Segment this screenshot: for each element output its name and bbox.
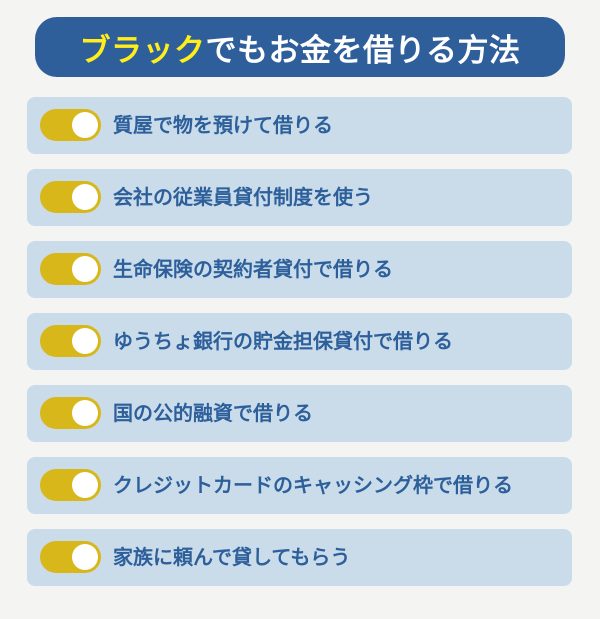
list-item-employee-loan: 会社の従業員貸付制度を使う bbox=[27, 169, 572, 226]
toggle-knob bbox=[72, 184, 98, 210]
toggle-switch[interactable] bbox=[40, 109, 101, 141]
list-item-label: 会社の従業員貸付制度を使う bbox=[113, 185, 373, 209]
list-item-yucho-savings-loan: ゆうちょ銀行の貯金担保貸付で借りる bbox=[27, 313, 572, 370]
title-accent-text: ブラック bbox=[79, 32, 206, 69]
title-text: でもお金を借りる方法 bbox=[205, 32, 521, 69]
list-item-credit-card-cashing: クレジットカードのキャッシング枠で借りる bbox=[27, 457, 572, 514]
toggle-knob bbox=[72, 544, 98, 570]
title-banner: ブラックでもお金を借りる方法 bbox=[35, 17, 565, 77]
toggle-switch[interactable] bbox=[40, 325, 101, 357]
list-item-label: 生命保険の契約者貸付で借りる bbox=[113, 257, 393, 281]
toggle-switch[interactable] bbox=[40, 397, 101, 429]
toggle-knob bbox=[72, 112, 98, 138]
method-list: 質屋で物を預けて借りる 会社の従業員貸付制度を使う 生命保険の契約者貸付で借りる… bbox=[27, 97, 572, 601]
list-item-public-loan: 国の公的融資で借りる bbox=[27, 385, 572, 442]
list-item-pawnshop: 質屋で物を預けて借りる bbox=[27, 97, 572, 154]
toggle-switch[interactable] bbox=[40, 469, 101, 501]
list-item-label: 国の公的融資で借りる bbox=[113, 401, 313, 425]
toggle-knob bbox=[72, 328, 98, 354]
list-item-label: 質屋で物を預けて借りる bbox=[113, 113, 333, 137]
toggle-knob bbox=[72, 400, 98, 426]
list-item-family-loan: 家族に頼んで貸してもらう bbox=[27, 529, 572, 586]
list-item-life-insurance-loan: 生命保険の契約者貸付で借りる bbox=[27, 241, 572, 298]
list-item-label: クレジットカードのキャッシング枠で借りる bbox=[113, 473, 513, 497]
toggle-switch[interactable] bbox=[40, 541, 101, 573]
toggle-knob bbox=[72, 256, 98, 282]
toggle-switch[interactable] bbox=[40, 253, 101, 285]
toggle-switch[interactable] bbox=[40, 181, 101, 213]
toggle-knob bbox=[72, 472, 98, 498]
list-item-label: 家族に頼んで貸してもらう bbox=[113, 545, 351, 569]
list-item-label: ゆうちょ銀行の貯金担保貸付で借りる bbox=[113, 329, 453, 353]
